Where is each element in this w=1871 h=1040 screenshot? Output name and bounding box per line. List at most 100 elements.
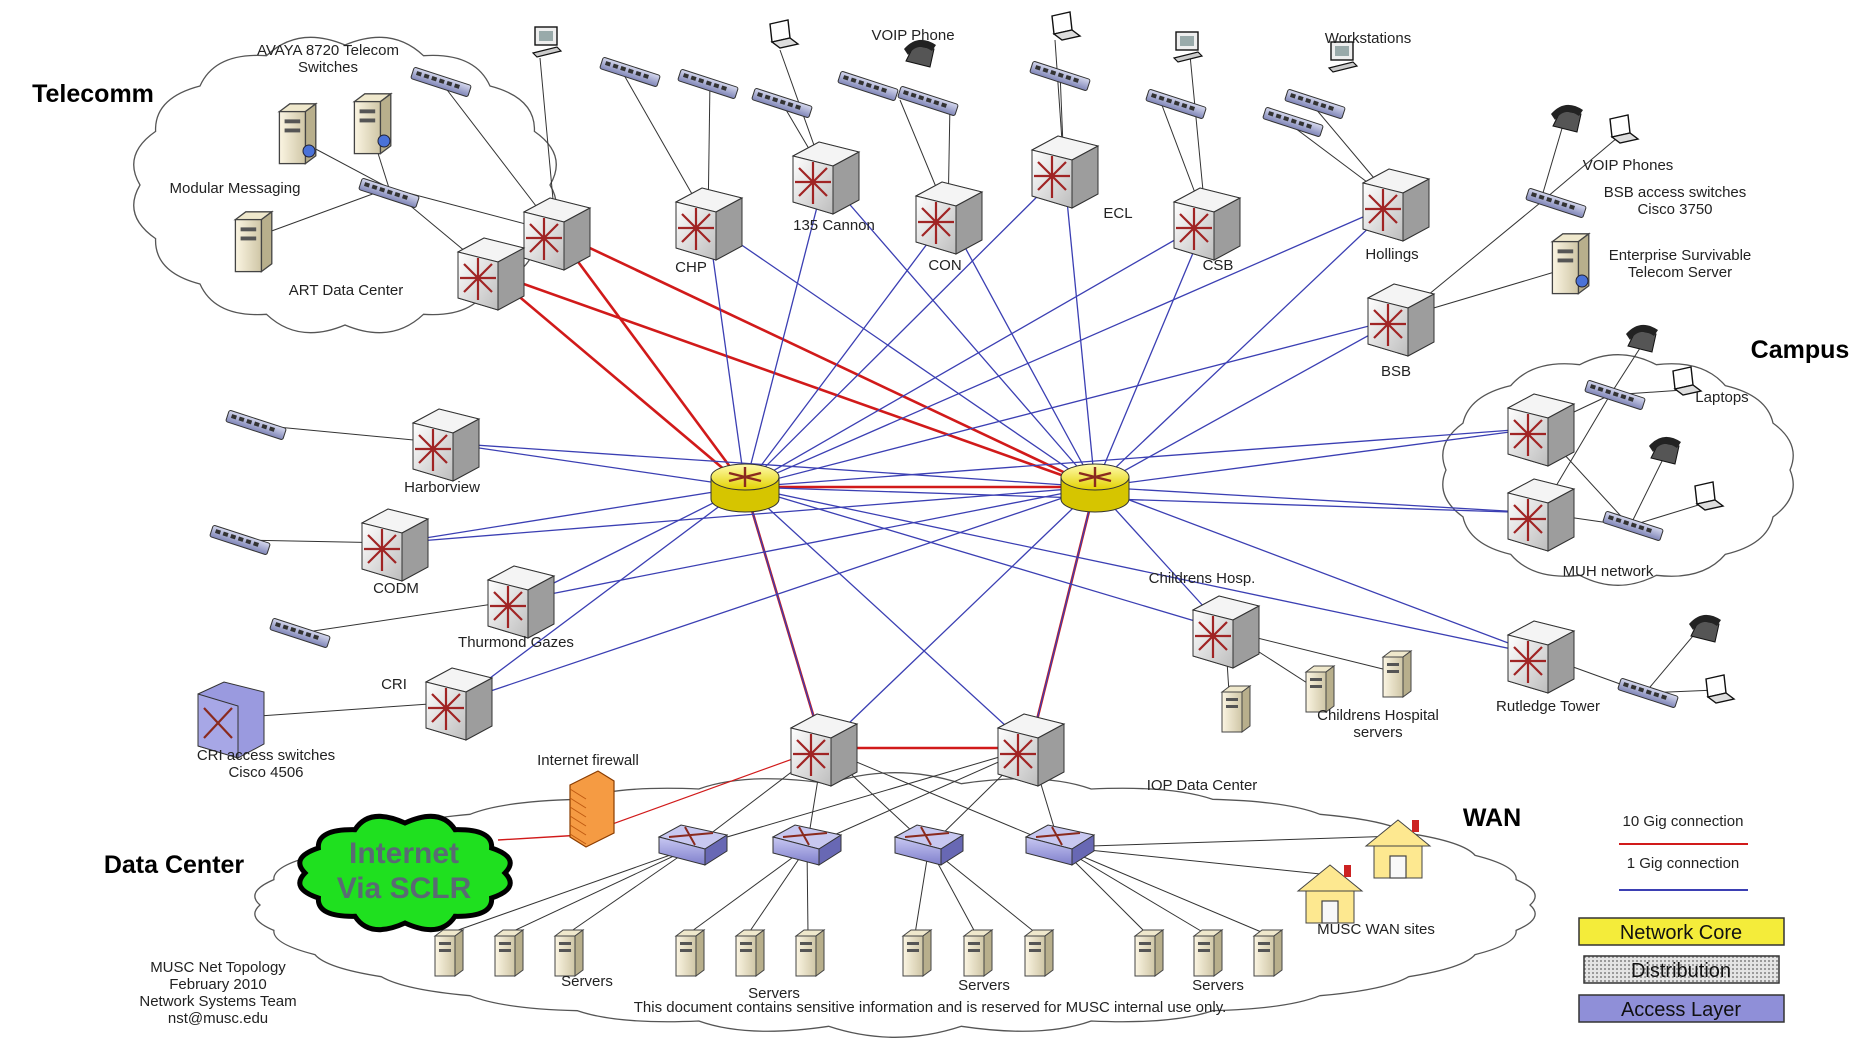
csb-bar[interactable]	[1145, 89, 1207, 119]
acc1-server-2[interactable]	[493, 929, 525, 977]
childrens-hosp-switch[interactable]	[1191, 595, 1261, 669]
workstations-icon[interactable]	[1327, 41, 1359, 73]
rutledge-phone[interactable]	[1689, 614, 1721, 643]
harborview-bar[interactable]	[225, 410, 287, 440]
harborview-switch[interactable]	[411, 408, 481, 482]
bsb-switch[interactable]	[1366, 283, 1436, 357]
region-wan: WAN	[1463, 804, 1521, 832]
hollings-switch[interactable]	[1361, 168, 1431, 242]
hollings-bar[interactable]	[1284, 89, 1346, 119]
acc1-server-1[interactable]	[433, 929, 465, 977]
muh-switch-1[interactable]	[1506, 393, 1576, 467]
core-router-2[interactable]	[1060, 463, 1130, 513]
footer-left-line-1: MUSC Net Topology	[150, 959, 286, 976]
one-gig-link-core1-holl	[744, 202, 1396, 488]
cannon-laptop[interactable]	[769, 19, 800, 49]
internet-firewall-icon[interactable]	[569, 770, 615, 848]
ecl-switch[interactable]	[1030, 135, 1100, 209]
iop-distribution-switch-2[interactable]	[996, 713, 1066, 787]
acc4-server-3[interactable]	[1252, 929, 1284, 977]
bsb-access-bar[interactable]	[1525, 188, 1587, 218]
codm-bar[interactable]	[209, 525, 271, 555]
acc4-server-1[interactable]	[1133, 929, 1165, 977]
childrens-server-3[interactable]	[1381, 650, 1413, 698]
one-gig-link-core2-csb	[1094, 221, 1207, 488]
access-switch-4[interactable]	[1024, 824, 1096, 866]
hollings-label: Hollings	[1365, 246, 1418, 263]
childrens-server-2[interactable]	[1304, 665, 1336, 713]
telecomm-bar-1[interactable]	[410, 67, 472, 97]
cannon-bar[interactable]	[751, 88, 813, 118]
muh-bar-2[interactable]	[1602, 511, 1664, 541]
muh-phone-1[interactable]	[1626, 324, 1658, 353]
link-muh-phone2	[1629, 454, 1666, 527]
acc4-server-2[interactable]	[1192, 929, 1224, 977]
iop-distribution-switch-1[interactable]	[789, 713, 859, 787]
one-gig-link-core1-cri	[457, 486, 746, 703]
cri-access-switch[interactable]	[197, 681, 265, 759]
chp-switch[interactable]	[674, 187, 744, 261]
ecl-laptop[interactable]	[1051, 11, 1082, 41]
childrens-server-1[interactable]	[1220, 685, 1252, 733]
muh-bar-1[interactable]	[1584, 380, 1646, 410]
link-iop1-firewall	[581, 747, 824, 836]
access-switch-1[interactable]	[657, 824, 729, 866]
wan-site-2[interactable]	[1296, 864, 1364, 924]
csb-switch[interactable]	[1172, 187, 1242, 261]
con-bar-2[interactable]	[897, 86, 959, 116]
ecl-bar[interactable]	[1029, 61, 1091, 91]
chp-bar[interactable]	[599, 57, 661, 87]
one-gig-link-core2-chp	[707, 221, 1096, 488]
rutledge-bar[interactable]	[1617, 678, 1679, 708]
servers-label-3: Servers	[958, 977, 1010, 994]
muh-laptop-2[interactable]	[1694, 481, 1725, 511]
bsb-voip-phone[interactable]	[1551, 104, 1583, 133]
link-iop2-acc1	[692, 747, 1031, 848]
acc3-server-3[interactable]	[1023, 929, 1055, 977]
con-switch[interactable]	[914, 181, 984, 255]
cannon-135-switch[interactable]	[791, 141, 861, 215]
acc3-server-2[interactable]	[962, 929, 994, 977]
rutledge-tower-switch[interactable]	[1506, 620, 1576, 694]
codm-switch[interactable]	[360, 508, 430, 582]
telecomm-bar-2[interactable]	[358, 178, 420, 208]
internet-cloud[interactable]	[297, 813, 513, 933]
con-bar[interactable]	[837, 71, 899, 101]
region-campus: Campus	[1751, 336, 1850, 364]
telecomm-workstation[interactable]	[531, 26, 563, 58]
link-firewall-internet	[497, 834, 583, 841]
wan-site-1[interactable]	[1364, 819, 1432, 879]
thurmond-bar[interactable]	[269, 618, 331, 648]
csb-workstation[interactable]	[1172, 31, 1204, 63]
chp-bar-2[interactable]	[677, 69, 739, 99]
one-gig-link-core2-iop2	[1029, 486, 1096, 749]
acc2-server-1[interactable]	[674, 929, 706, 977]
core-router-1[interactable]	[710, 463, 780, 513]
childrens-servers-label-line-2: servers	[1353, 724, 1402, 741]
thurmond-gazes-switch[interactable]	[486, 565, 556, 639]
legend-access-label: Access Layer	[1621, 999, 1741, 1021]
link-acc1-server-3	[566, 846, 694, 935]
muh-phone-2[interactable]	[1649, 436, 1681, 465]
muh-switch-2[interactable]	[1506, 478, 1576, 552]
rutledge-laptop[interactable]	[1705, 674, 1736, 704]
acc2-server-3[interactable]	[794, 929, 826, 977]
modular-messaging-server-2-user-badge	[377, 134, 391, 148]
enterprise-survivable-server[interactable]	[1550, 232, 1591, 295]
art-distribution-switch-1[interactable]	[522, 197, 592, 271]
acc2-server-2[interactable]	[734, 929, 766, 977]
modular-messaging-label: Modular Messaging	[170, 180, 301, 197]
cri-switch[interactable]	[424, 667, 494, 741]
acc1-server-3[interactable]	[553, 929, 585, 977]
bsb-laptop[interactable]	[1609, 114, 1640, 144]
access-switch-2[interactable]	[771, 824, 843, 866]
voip-phone[interactable]	[904, 39, 936, 68]
art-distribution-switch-2[interactable]	[456, 237, 526, 311]
access-switch-3[interactable]	[893, 824, 965, 866]
one-gig-link-core1-iop2	[744, 486, 1031, 749]
hollings-bar-2[interactable]	[1262, 107, 1324, 137]
one-gig-link-core1-bsb	[744, 317, 1401, 488]
acc3-server-1[interactable]	[901, 929, 933, 977]
art-server[interactable]	[233, 210, 274, 273]
muh-laptop-1[interactable]	[1672, 366, 1703, 396]
